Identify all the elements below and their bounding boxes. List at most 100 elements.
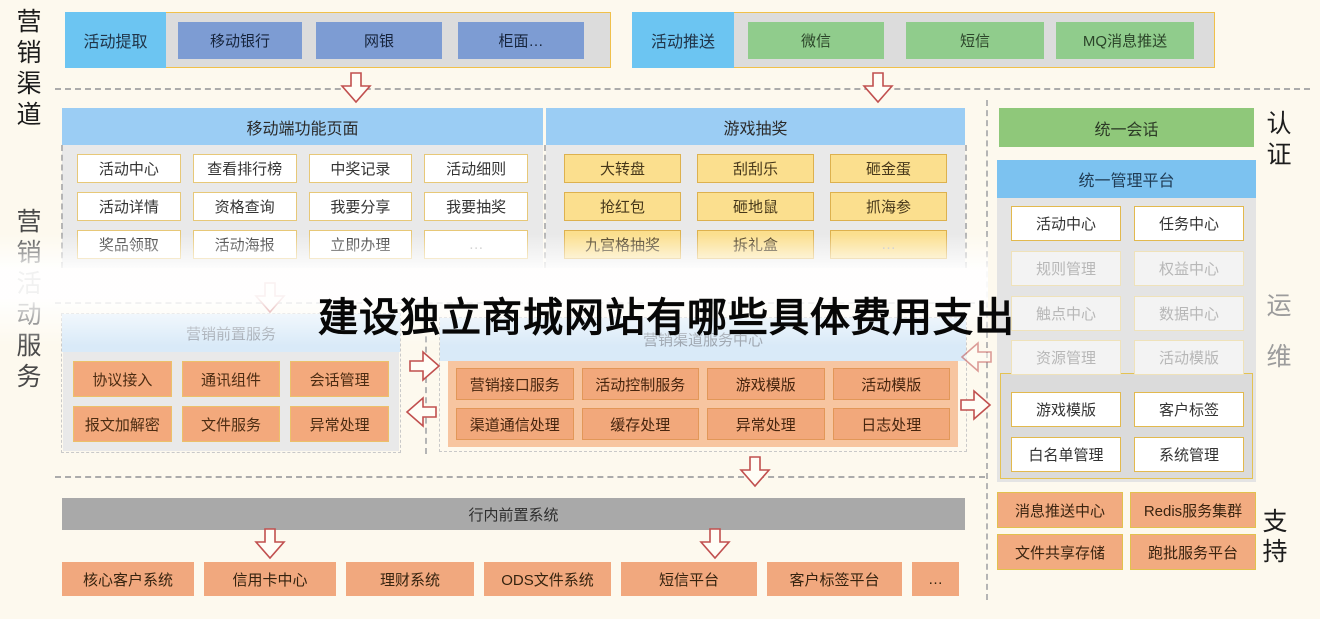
infra-row: 文件共享存储 跑批服务平台	[997, 534, 1256, 570]
mgmt-node-faded: 规则管理	[1011, 251, 1121, 286]
mgmt-row-faded: 规则管理 权益中心	[1011, 251, 1244, 286]
channel-wechat: 微信	[748, 22, 884, 59]
mobile-functions-grid: 活动中心 查看排行榜 中奖记录 活动细则 活动详情 资格查询 我要分享 我要抽奖…	[62, 145, 543, 268]
mgmt-node: 任务中心	[1134, 206, 1244, 241]
bank-front-title: 行内前置系统	[62, 498, 965, 530]
mgmt-node: 活动中心	[1011, 206, 1121, 241]
mgmt-row: 白名单管理 系统管理	[1011, 437, 1244, 472]
down-arrow-icon	[699, 528, 731, 560]
dashed-edge-right	[965, 145, 967, 268]
game-node: 砸地鼠	[697, 192, 814, 221]
mgmt-node: 白名单管理	[1011, 437, 1121, 472]
mgmt-node-faded: 数据中心	[1134, 296, 1244, 331]
front-node: 报文加解密	[73, 406, 172, 442]
mgmt-node: 游戏模版	[1011, 392, 1121, 427]
dashed-divider-right-panel	[986, 100, 988, 600]
mobile-node: 活动海报	[192, 230, 297, 259]
mgmt-row: 活动中心 任务中心	[1011, 206, 1244, 241]
left-label-marketing-channel: 营销渠道	[13, 8, 41, 132]
channel-mq-push: MQ消息推送	[1056, 22, 1194, 59]
front-node: 会话管理	[290, 361, 389, 397]
mobile-node: 奖品领取	[77, 230, 181, 259]
center-node: 游戏模版	[707, 368, 825, 400]
mgmt-node-faded: 触点中心	[1011, 296, 1121, 331]
front-node: 异常处理	[290, 406, 389, 442]
game-node: 刮刮乐	[697, 154, 814, 183]
bank-system-node: 短信平台	[621, 562, 757, 596]
down-arrow-icon	[254, 528, 286, 560]
dashed-divider-mobile-game	[544, 145, 546, 268]
infra-row: 消息推送中心 Redis服务集群	[997, 492, 1256, 528]
right-arrow-icon	[409, 350, 441, 382]
dashed-line-lower	[55, 476, 985, 478]
mobile-node: 查看排行榜	[192, 154, 297, 183]
mgmt-node-faded: 权益中心	[1134, 251, 1244, 286]
mobile-node: 我要抽奖	[424, 192, 528, 221]
down-arrow-icon	[254, 282, 286, 314]
right-label-auth: 认证	[1263, 110, 1291, 172]
down-arrow-icon	[739, 456, 771, 488]
bank-systems-row: 核心客户系统 信用卡中心 理财系统 ODS文件系统 短信平台 客户标签平台 …	[62, 562, 963, 596]
dashed-edge-left	[61, 145, 63, 268]
left-label-marketing-activity-service: 营销活动服务	[13, 208, 41, 394]
left-arrow-icon	[960, 341, 992, 373]
game-node: 砸金蛋	[830, 154, 947, 183]
channel-counter: 柜面…	[458, 22, 584, 59]
mobile-node: 资格查询	[192, 192, 297, 221]
mgmt-row: 游戏模版 客户标签	[1011, 392, 1244, 427]
infra-node: 文件共享存储	[997, 534, 1123, 570]
game-node: 大转盘	[564, 154, 681, 183]
game-node: 抢红包	[564, 192, 681, 221]
mobile-node: 活动详情	[77, 192, 181, 221]
channel-center-grid: 营销接口服务 活动控制服务 游戏模版 活动模版 渠道通信处理 缓存处理 异常处理…	[448, 361, 958, 447]
right-label-support: 支持	[1259, 508, 1287, 568]
front-node: 协议接入	[73, 361, 172, 397]
mgmt-node-faded: 资源管理	[1011, 340, 1121, 375]
mobile-node: 活动中心	[77, 154, 181, 183]
mobile-section-title: 移动端功能页面	[62, 108, 543, 145]
unified-session-bar: 统一会话	[999, 108, 1254, 147]
game-node: 拆礼盒	[697, 230, 814, 259]
mgmt-row-faded: 触点中心 数据中心	[1011, 296, 1244, 331]
mobile-node-more: …	[424, 230, 528, 259]
center-node: 渠道通信处理	[456, 408, 574, 440]
bank-system-node: 理财系统	[346, 562, 474, 596]
right-label-ops: 运维	[1263, 292, 1291, 394]
bank-system-node: 客户标签平台	[767, 562, 902, 596]
down-arrow-icon	[862, 72, 894, 104]
center-node: 异常处理	[707, 408, 825, 440]
front-node: 通讯组件	[181, 361, 281, 397]
game-lottery-grid: 大转盘 刮刮乐 砸金蛋 抢红包 砸地鼠 抓海参 九宫格抽奖 拆礼盒 …	[546, 145, 965, 268]
front-service-grid: 协议接入 通讯组件 会话管理 报文加解密 文件服务 异常处理	[63, 352, 399, 451]
mobile-node: 立即办理	[308, 230, 413, 259]
bank-system-node: 信用卡中心	[204, 562, 336, 596]
center-node: 日志处理	[832, 408, 950, 440]
mgmt-node: 客户标签	[1134, 392, 1244, 427]
center-node: 活动模版	[832, 368, 950, 400]
center-node: 缓存处理	[581, 408, 699, 440]
game-section-title: 游戏抽奖	[546, 108, 965, 145]
center-node: 营销接口服务	[456, 368, 574, 400]
channel-mobile-bank: 移动银行	[178, 22, 302, 59]
game-node: 九宫格抽奖	[564, 230, 681, 259]
mobile-node: 我要分享	[308, 192, 413, 221]
channel-sms: 短信	[906, 22, 1044, 59]
mgmt-row-faded: 资源管理 活动模版	[1011, 340, 1244, 375]
bank-system-node: 核心客户系统	[62, 562, 194, 596]
mobile-node: 活动细则	[424, 154, 528, 183]
infra-node: 消息推送中心	[997, 492, 1123, 528]
game-node-more: …	[830, 230, 947, 259]
extract-label: 活动提取	[65, 12, 166, 68]
game-node: 抓海参	[830, 192, 947, 221]
left-arrow-icon	[405, 396, 437, 428]
bank-system-node-more: …	[912, 562, 959, 596]
bank-system-node: ODS文件系统	[484, 562, 611, 596]
mgmt-node-faded: 活动模版	[1134, 340, 1244, 375]
overlay-title: 建设独立商城网站有哪些具体费用支出	[318, 296, 1015, 340]
down-arrow-icon	[340, 72, 372, 104]
unified-mgmt-platform-bar: 统一管理平台	[997, 160, 1256, 198]
push-label: 活动推送	[632, 12, 734, 68]
mgmt-node: 系统管理	[1134, 437, 1244, 472]
infra-node: Redis服务集群	[1130, 492, 1256, 528]
